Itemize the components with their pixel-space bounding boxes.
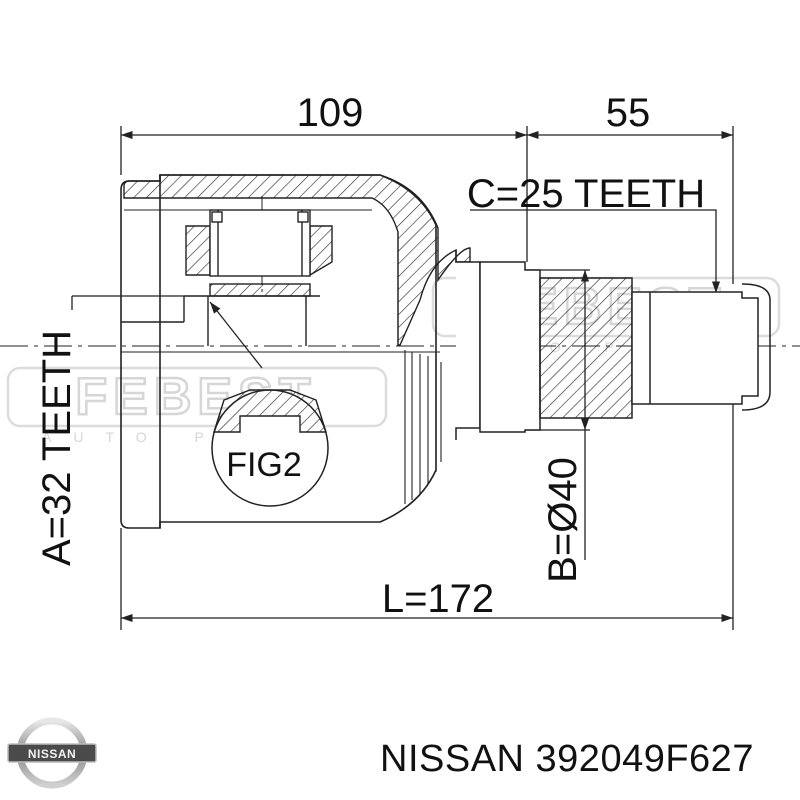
fig2-detail [209, 301, 329, 507]
nissan-logo: NISSAN [7, 717, 97, 789]
fig2-label: FIG2 [226, 446, 302, 484]
part-number-label: NISSAN 392049F627 [380, 738, 754, 780]
dim-55: 55 [606, 91, 651, 135]
dim-109: 109 [297, 91, 364, 135]
housing-section-hatch [123, 174, 471, 346]
nissan-logo-text: NISSAN [28, 747, 76, 761]
stub-shaft [455, 250, 771, 440]
spline-c-label: C=25 TEETH [467, 172, 705, 216]
spline-a-label: A=32 TEETH [35, 330, 79, 566]
dimension-lines [71, 126, 734, 630]
inner-tripod [121, 209, 333, 346]
length-label: L=172 [382, 577, 494, 621]
diameter-b-label: B=Ø40 [541, 457, 585, 583]
